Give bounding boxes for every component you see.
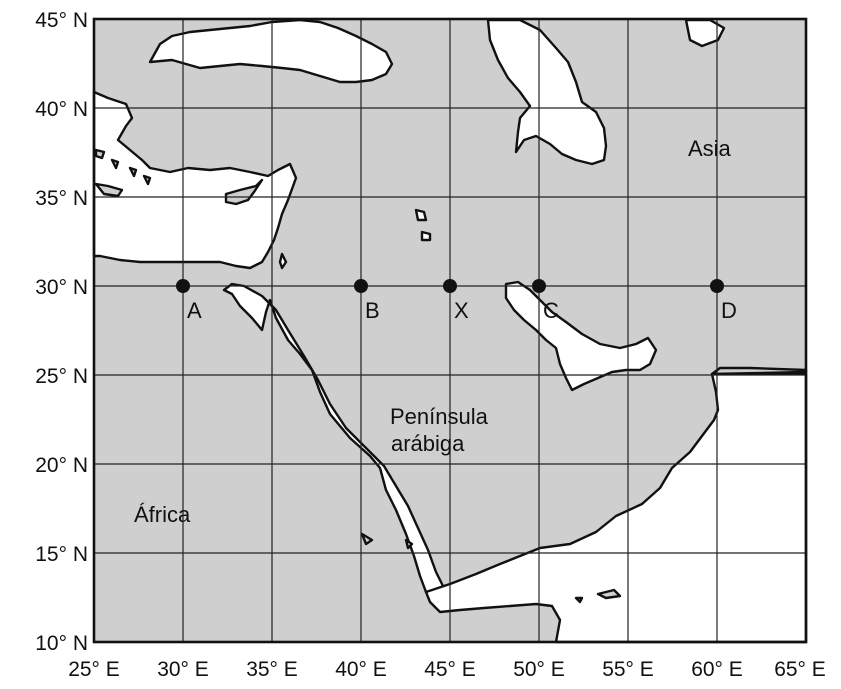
point-label-d: D: [721, 298, 737, 323]
lake-3: [278, 252, 288, 270]
lon-label-65: 65° E: [774, 658, 826, 681]
region-label-africa: África: [134, 502, 191, 527]
map-frame: [92, 17, 808, 644]
point-c: [532, 279, 546, 293]
lon-label-30: 30° E: [157, 658, 209, 681]
lat-label-30: 30° N: [35, 276, 88, 299]
region-label-peninsula-line1: Península: [390, 404, 489, 429]
aegean-islands: [94, 148, 152, 186]
oman-coast: [710, 366, 808, 376]
lake-1: [414, 208, 428, 222]
red-sea: [222, 282, 446, 596]
persian-gulf: [504, 280, 658, 392]
small-island-1: [574, 596, 584, 604]
lon-label-60: 60° E: [691, 658, 743, 681]
lon-label-45: 45° E: [424, 658, 476, 681]
point-label-c: C: [543, 298, 559, 323]
point-label-a: A: [187, 298, 202, 323]
black-sea: [148, 18, 394, 84]
lon-label-35: 35° E: [246, 658, 298, 681]
lat-label-10: 10° N: [35, 632, 88, 655]
cyprus-island: [224, 178, 264, 206]
lake-2: [420, 230, 432, 242]
caspian-sea: [486, 18, 608, 166]
point-label-b: B: [365, 298, 380, 323]
longitude-labels: 25° E 30° E 35° E 40° E 45° E 50° E 55° …: [68, 658, 826, 681]
point-a: [176, 279, 190, 293]
lat-label-15: 15° N: [35, 543, 88, 566]
lat-label-20: 20° N: [35, 454, 88, 477]
socotra-island: [596, 588, 622, 600]
mediterranean-sea: [92, 90, 298, 270]
latitude-labels: 45° N 40° N 35° N 30° N 25° N 20° N 15° …: [35, 9, 88, 655]
lon-label-55: 55° E: [602, 658, 654, 681]
lon-label-50: 50° E: [513, 658, 565, 681]
small-island-3: [404, 538, 414, 550]
lat-label-45: 45° N: [35, 9, 88, 32]
point-b: [354, 279, 368, 293]
lon-label-40: 40° E: [335, 658, 387, 681]
lat-label-40: 40° N: [35, 98, 88, 121]
lat-label-25: 25° N: [35, 365, 88, 388]
lat-label-35: 35° N: [35, 187, 88, 210]
lon-label-25: 25° E: [68, 658, 120, 681]
point-label-x: X: [454, 298, 469, 323]
region-label-asia: Asia: [688, 136, 732, 161]
crete-island: [94, 182, 124, 198]
point-x: [443, 279, 457, 293]
small-island-2: [360, 532, 374, 546]
point-d: [710, 279, 724, 293]
gulf-of-aden-arabian-sea: [424, 372, 808, 644]
region-label-peninsula-line2: arábiga: [391, 431, 465, 456]
